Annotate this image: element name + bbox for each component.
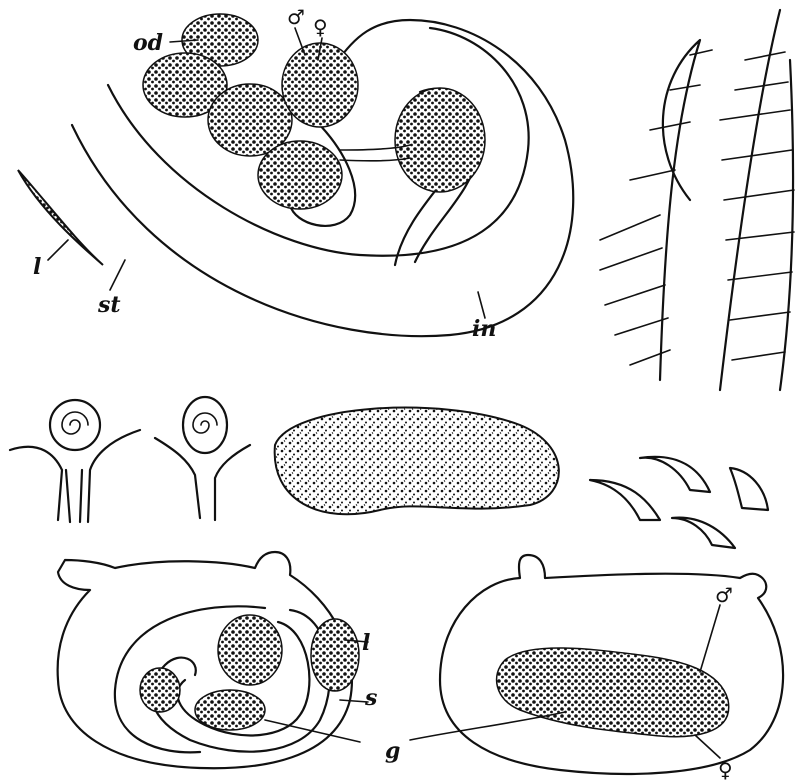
label-l: l	[33, 254, 41, 280]
ciliated-body	[275, 408, 559, 515]
gonad-mass	[282, 43, 358, 127]
spicule	[590, 480, 660, 520]
lophophore-strip	[18, 170, 103, 265]
pinnate-structure-figure	[600, 10, 794, 390]
gonad-mass	[311, 619, 359, 691]
bottom-left-section-figure: l s g	[58, 552, 401, 768]
label-g: g	[385, 738, 400, 764]
gonad-mass	[218, 615, 282, 685]
spicule	[640, 457, 710, 492]
gonad-mass	[195, 690, 265, 730]
pinnule-edge	[780, 60, 793, 390]
pinnule-branching	[600, 50, 794, 365]
gonad-mass	[395, 88, 485, 192]
spiral-larva-left	[10, 400, 140, 522]
spicule	[730, 468, 768, 510]
label-st: st	[97, 292, 121, 318]
label-od: od	[133, 30, 163, 56]
label-in: in	[472, 316, 496, 342]
spiral-larva-right	[155, 397, 250, 520]
label-s: s	[364, 685, 377, 711]
label-male: ♂	[715, 583, 733, 607]
gonad-mass	[258, 141, 342, 209]
label-l: l	[362, 630, 370, 656]
spicule	[672, 518, 735, 548]
pinnule-left	[660, 40, 700, 380]
gonad-clusters	[143, 14, 485, 209]
bottom-right-section-figure: ♂ ♀	[410, 555, 783, 781]
gonad-mass	[140, 668, 180, 712]
top-digestive-figure: od ♂ ♀ l st in	[18, 5, 573, 342]
gonad-band	[497, 648, 729, 737]
spicules-figure	[590, 457, 768, 548]
label-female: ♀	[313, 15, 328, 39]
ciliated-body-figure	[275, 408, 559, 515]
label-male: ♂	[287, 5, 305, 29]
label-female: ♀	[718, 758, 733, 781]
